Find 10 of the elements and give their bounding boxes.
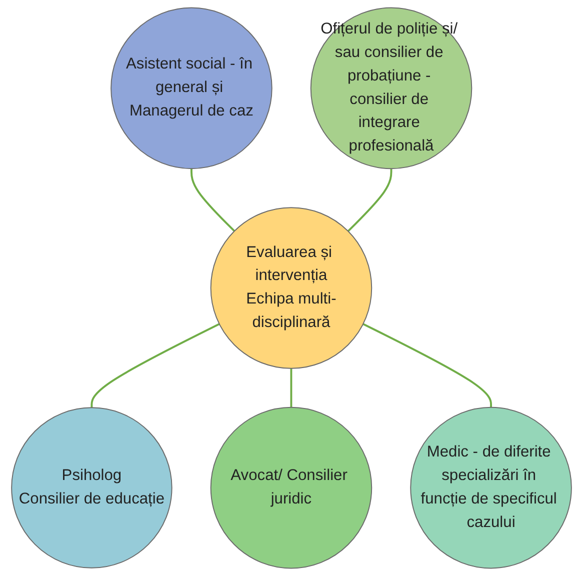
connector xyxy=(290,368,292,408)
connector xyxy=(362,323,492,408)
node-circle: Evaluarea și intervenția Echipa multi-disciplinară xyxy=(210,207,372,369)
node-circle: Asistent social - în general și Managerul de caz xyxy=(110,7,272,170)
node-circle: Avocat/ Consilier juridic xyxy=(210,406,372,569)
connector xyxy=(347,168,392,232)
node-circle: Psiholog Consilier de educație xyxy=(11,407,172,568)
connector xyxy=(190,168,236,232)
node-circle: Medic - de diferite specializări în funcție de specificul cazului xyxy=(410,406,572,569)
connector xyxy=(90,323,220,408)
